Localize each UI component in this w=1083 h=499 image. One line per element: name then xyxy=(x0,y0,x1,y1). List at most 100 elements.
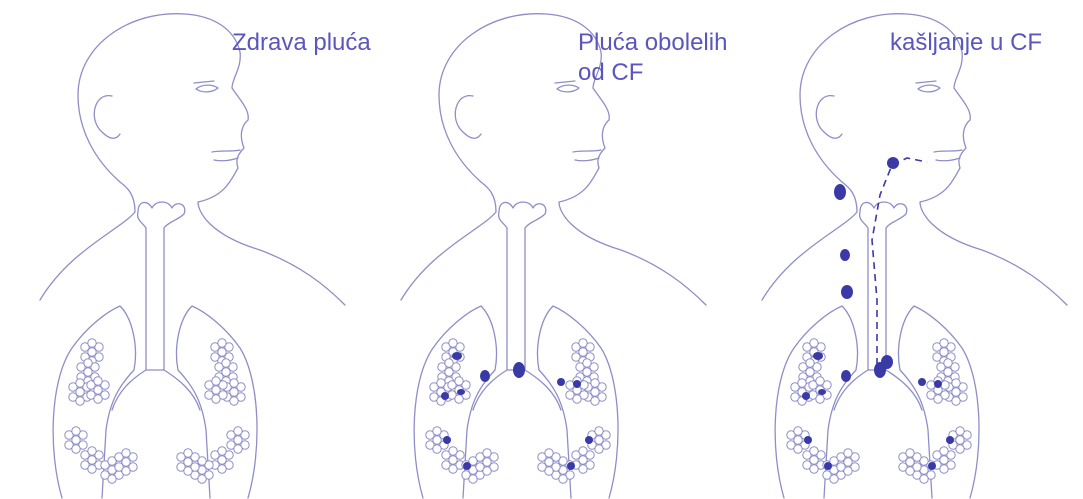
figure-healthy xyxy=(0,0,361,499)
alveolus xyxy=(218,447,226,455)
alveolus xyxy=(76,397,84,405)
mouth-outline xyxy=(212,150,240,161)
panel-label: kašljanje u CF xyxy=(890,28,1042,58)
alveolus xyxy=(906,449,914,457)
figure-coughing xyxy=(722,0,1083,499)
alveolus xyxy=(94,377,102,385)
alveolus xyxy=(222,359,230,367)
mucus-blob xyxy=(928,462,936,470)
alveolus xyxy=(816,395,824,403)
ear-outline xyxy=(816,96,842,139)
panel-label-line-1: kašljanje u CF xyxy=(890,28,1042,58)
alveolus xyxy=(483,467,491,475)
mucus-blob xyxy=(480,370,490,382)
alveolus xyxy=(579,447,587,455)
alveolus xyxy=(952,397,960,405)
alveolus xyxy=(212,395,220,403)
alveolus xyxy=(844,449,852,457)
mucus-blob xyxy=(567,462,575,470)
alveolus xyxy=(198,475,206,483)
mucus-blob xyxy=(841,285,853,299)
alveolus xyxy=(212,377,220,385)
alveolus xyxy=(816,377,824,385)
alveolus xyxy=(88,465,96,473)
alveolus xyxy=(455,377,463,385)
mucus-blob xyxy=(557,378,565,386)
alveolus xyxy=(108,475,116,483)
alveolus xyxy=(940,447,948,455)
alveolus xyxy=(798,379,806,387)
mucus-blob xyxy=(887,157,899,169)
mucus-blob xyxy=(818,389,826,395)
panel-label-line-1: Pluća obolelih xyxy=(578,28,727,58)
mucus-blob xyxy=(946,436,954,444)
mucus-blob xyxy=(834,184,846,200)
alveolus xyxy=(794,427,802,435)
trachea-outline xyxy=(499,202,546,370)
panel-label: Pluća obolelih od CF xyxy=(578,28,727,88)
alveolus xyxy=(810,339,818,347)
mucus-blob xyxy=(452,352,462,360)
ear-outline xyxy=(94,96,120,139)
eye-outline xyxy=(555,81,579,92)
alveolus xyxy=(72,427,80,435)
alveolus xyxy=(573,395,581,403)
mucus-blob xyxy=(881,355,893,369)
alveolus xyxy=(72,445,80,453)
alveolus xyxy=(433,427,441,435)
alveolus xyxy=(583,359,591,367)
alveolus xyxy=(84,359,92,367)
mucus-blob xyxy=(841,370,851,382)
alveolus xyxy=(545,467,553,475)
alveolus xyxy=(952,379,960,387)
ear-outline xyxy=(455,96,481,139)
alveolus xyxy=(437,379,445,387)
panel-label: Zdrava pluća xyxy=(232,28,371,58)
mucus-blob xyxy=(802,392,810,400)
alveolus xyxy=(579,465,587,473)
alveolus xyxy=(810,465,818,473)
alveolus xyxy=(595,445,603,453)
mucus-blob xyxy=(513,362,525,378)
alveolus xyxy=(944,359,952,367)
alveolus xyxy=(88,447,96,455)
alveolus xyxy=(449,465,457,473)
mucus-blob xyxy=(585,436,593,444)
alveolus xyxy=(545,449,553,457)
alveolus xyxy=(445,359,453,367)
eye-outline xyxy=(916,81,940,92)
alveolus xyxy=(76,379,84,387)
alveolus xyxy=(591,379,599,387)
human-outline xyxy=(762,14,1067,498)
eye-outline xyxy=(194,81,218,92)
alveolus xyxy=(230,397,238,405)
alveolus xyxy=(122,449,130,457)
alveolus xyxy=(579,339,587,347)
alveolus xyxy=(794,445,802,453)
alveolus xyxy=(483,449,491,457)
mucus-blob xyxy=(573,380,581,388)
alveolus xyxy=(234,445,242,453)
panel-label-line-1: Zdrava pluća xyxy=(232,28,371,58)
mouth-outline xyxy=(934,150,962,161)
alveolus xyxy=(595,427,603,435)
alveolus xyxy=(122,467,130,475)
mucus-blob xyxy=(918,378,926,386)
trachea-outline xyxy=(138,202,185,370)
mouth-outline xyxy=(573,150,601,161)
trachea-outline xyxy=(860,202,907,370)
alveolus xyxy=(956,445,964,453)
panel-healthy-lungs: Zdrava pluća xyxy=(0,0,361,499)
alveolus xyxy=(469,475,477,483)
alveolus xyxy=(184,467,192,475)
alveolus xyxy=(956,427,964,435)
alveolus xyxy=(920,475,928,483)
mucus-blob xyxy=(813,352,823,360)
alveolus xyxy=(934,395,942,403)
cough-path xyxy=(872,158,927,365)
alveolus xyxy=(433,445,441,453)
alveolus xyxy=(184,449,192,457)
alveolus xyxy=(559,475,567,483)
alveolus xyxy=(906,467,914,475)
